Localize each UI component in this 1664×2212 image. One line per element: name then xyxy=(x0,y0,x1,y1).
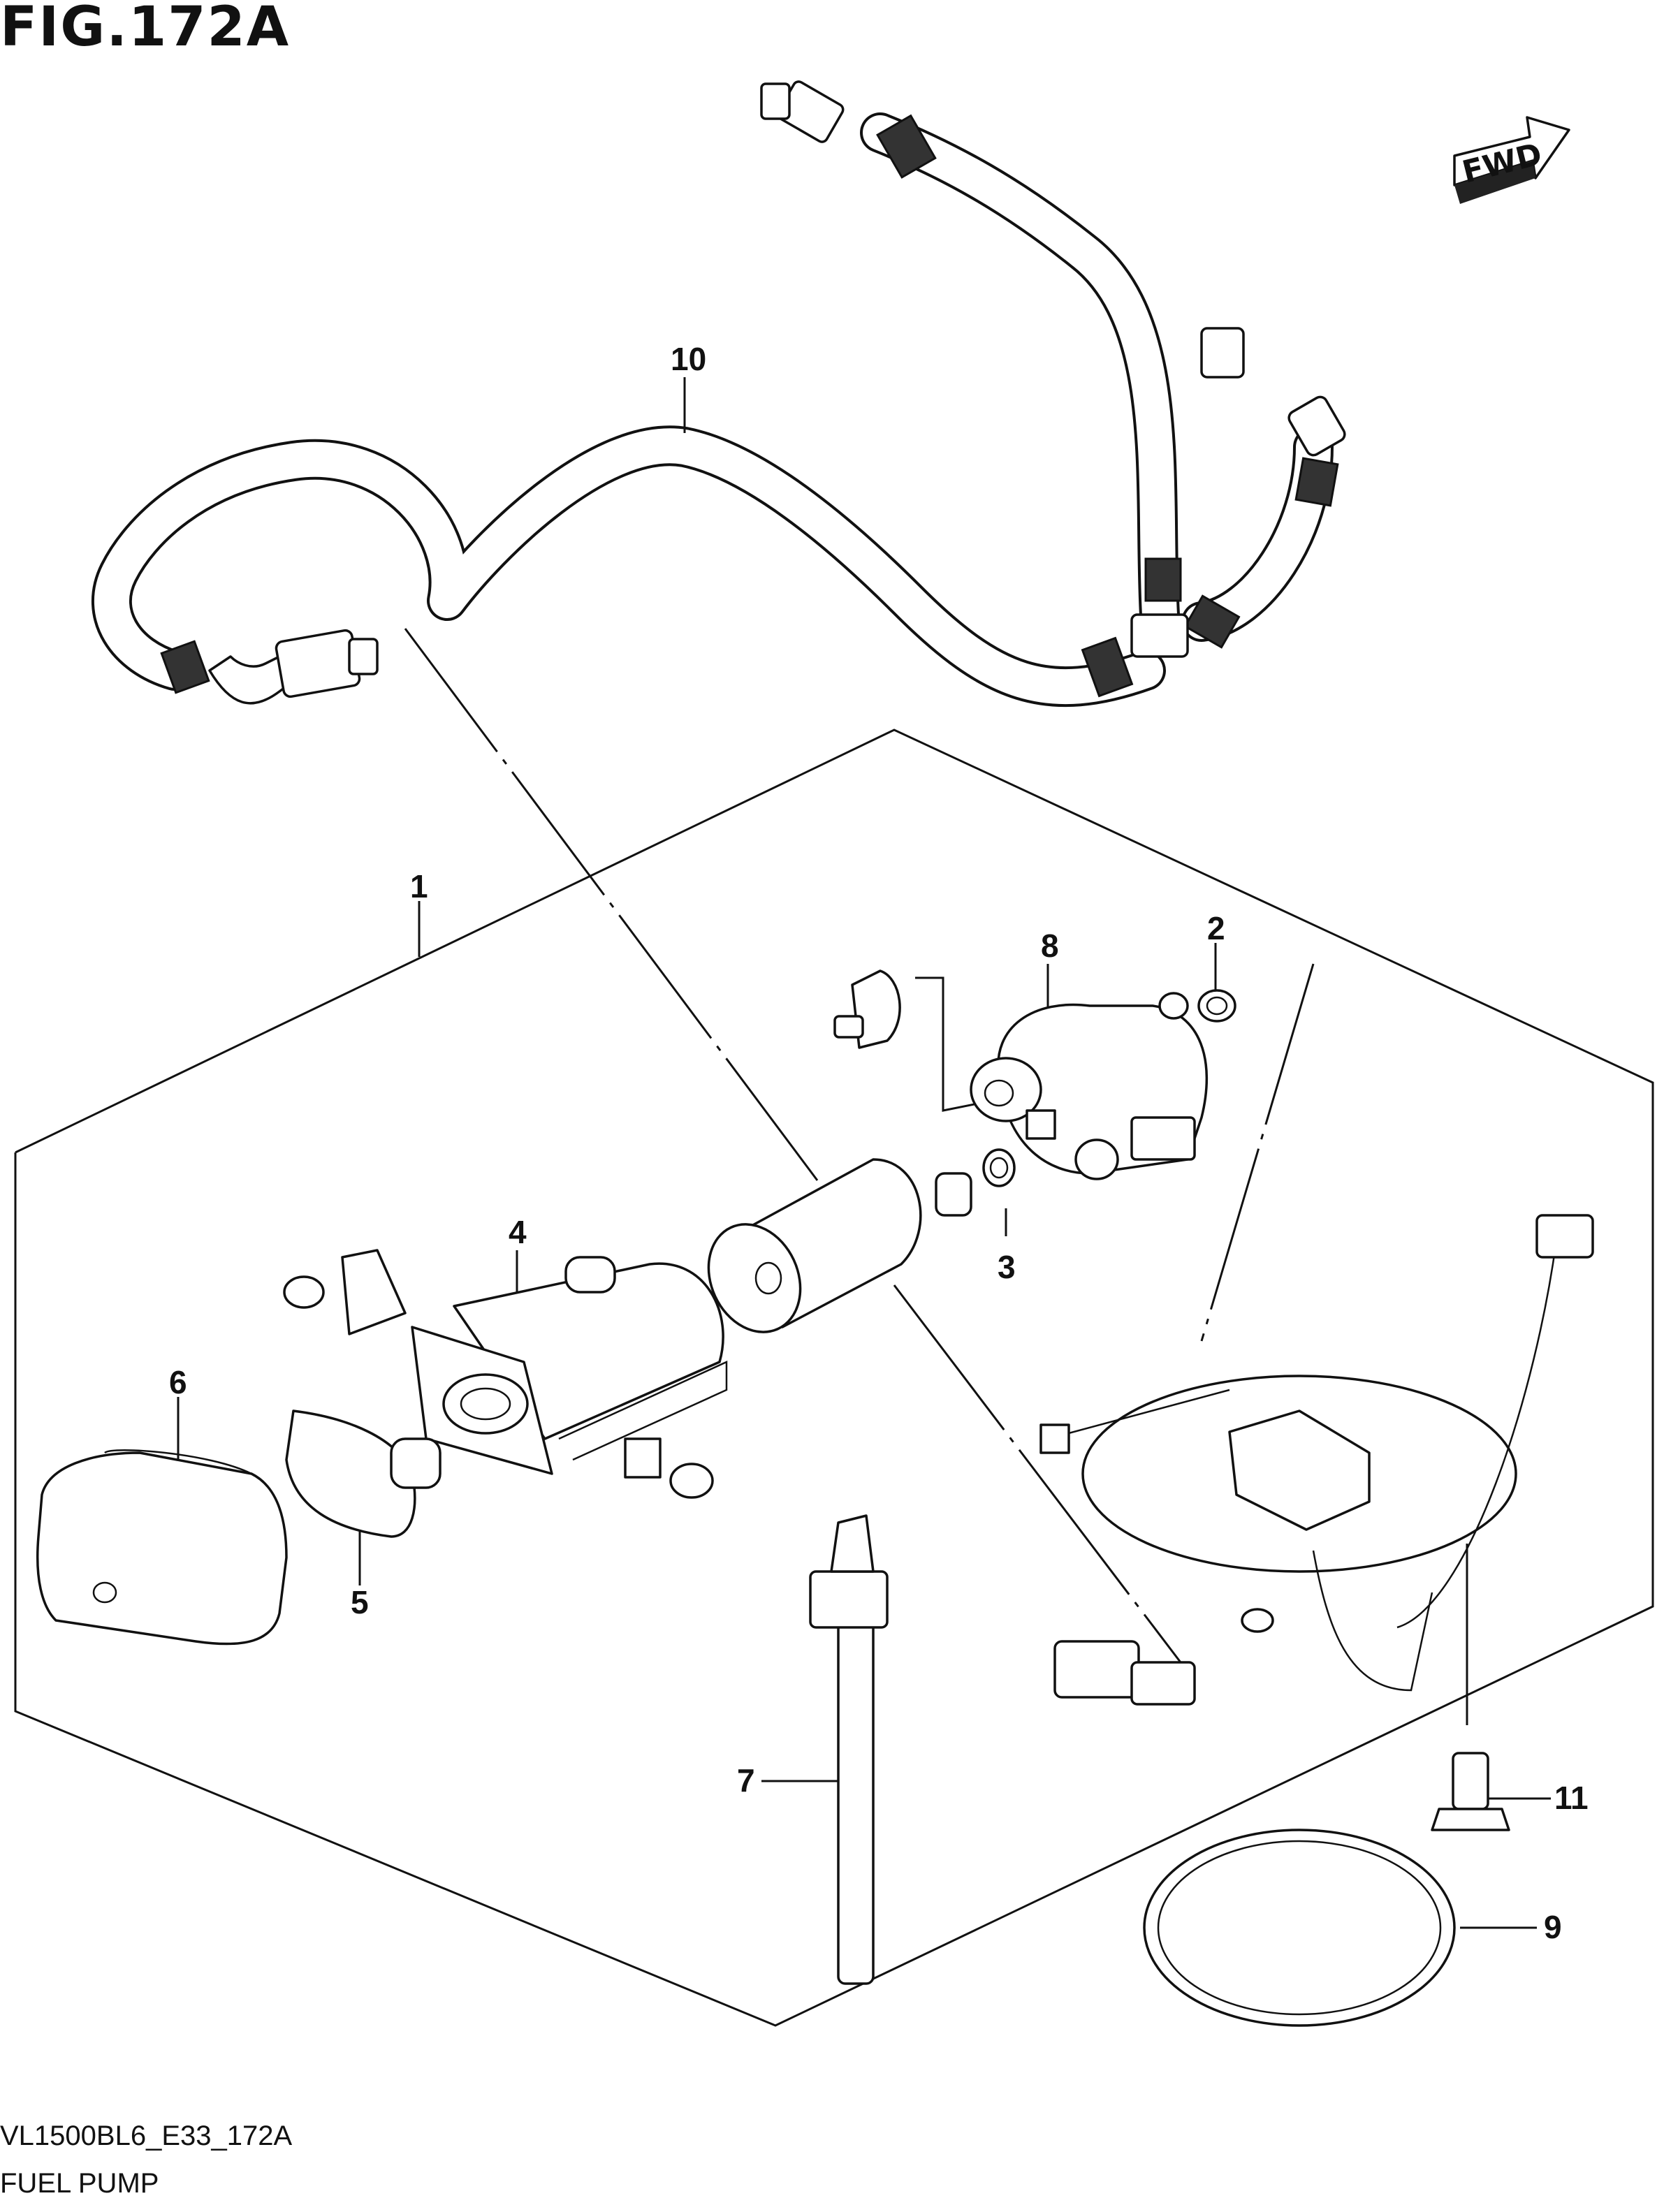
part-9-o-ring[interactable] xyxy=(1143,1829,1456,2027)
callout-3: 3 xyxy=(998,1249,1016,1285)
leader-lines xyxy=(177,377,1551,1929)
callout-9: 9 xyxy=(1544,1909,1562,1945)
callout-5: 5 xyxy=(351,1584,369,1620)
callout-11: 11 xyxy=(1554,1780,1589,1816)
part-5-cushion[interactable] xyxy=(285,1409,441,1538)
figure-code: VL1500BL6_E33_172A xyxy=(0,2121,293,2151)
callout-4: 4 xyxy=(509,1214,527,1250)
part-7-cable-tie[interactable] xyxy=(809,1514,889,1985)
callout-2: 2 xyxy=(1207,910,1225,946)
part-10-fuel-hose[interactable] xyxy=(92,80,1348,708)
callout-8: 8 xyxy=(1041,928,1059,964)
part-3-o-ring[interactable] xyxy=(982,1148,1016,1187)
fwd-arrow-icon: FWD xyxy=(1453,116,1570,204)
part-8-pressure-regulator[interactable] xyxy=(970,992,1209,1180)
part-4-fuel-filter[interactable] xyxy=(283,1249,728,1499)
fuel-pump-flange[interactable] xyxy=(1039,1214,1594,1706)
part-11-bolt[interactable] xyxy=(1431,1752,1510,1831)
figure-title: FIG.172A xyxy=(0,0,291,59)
part-8-nozzle xyxy=(833,969,901,1049)
callout-7: 7 xyxy=(737,1762,755,1799)
callout-6: 6 xyxy=(169,1364,187,1400)
part-1-assembly-outline xyxy=(14,728,1654,2027)
callout-10: 10 xyxy=(671,341,706,377)
figure-name: FUEL PUMP xyxy=(0,2168,159,2199)
callout-1: 1 xyxy=(410,868,428,904)
part-6-cover[interactable] xyxy=(36,1449,288,1646)
part-2-o-ring[interactable] xyxy=(1197,989,1236,1023)
fuel-pump-motor[interactable] xyxy=(692,1158,972,1347)
